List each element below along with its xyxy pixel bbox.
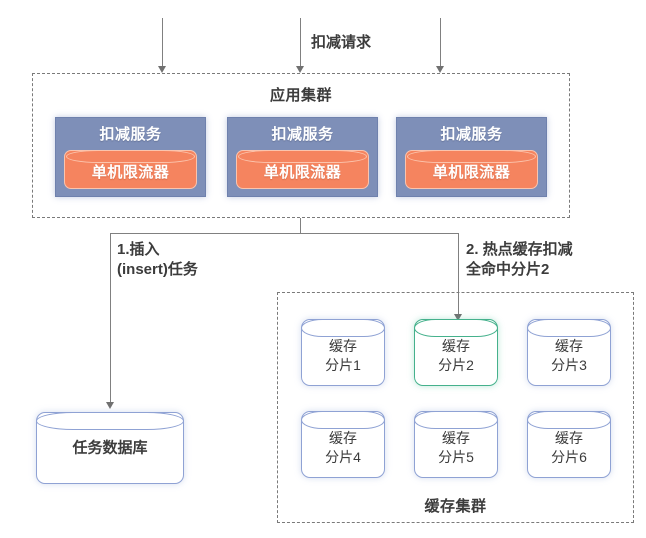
service-title: 扣减服务 bbox=[99, 126, 162, 143]
limiter-label: 单机限流器 bbox=[263, 164, 342, 181]
limiter-cylinder: 单机限流器 bbox=[236, 150, 369, 189]
hot-cache-arrow-line bbox=[458, 233, 459, 317]
cache-shard-label: 缓存 分片3 bbox=[551, 337, 587, 373]
inbound-arrow-line-1 bbox=[162, 18, 163, 70]
service-title: 扣减服务 bbox=[440, 126, 503, 143]
inbound-arrow-head-2 bbox=[295, 66, 304, 73]
cache-shard-4[interactable]: 缓存 分片4 bbox=[300, 410, 386, 478]
cache-shard-1[interactable]: 缓存 分片1 bbox=[300, 318, 386, 386]
task-database-label: 任务数据库 bbox=[72, 439, 148, 457]
insert-task-label: 1.插入 (insert)任务 bbox=[117, 241, 198, 278]
cache-shard-label: 缓存 分片2 bbox=[438, 337, 474, 373]
inbound-arrow-line-3 bbox=[440, 18, 441, 70]
service-card-2[interactable]: 扣减服务 单机限流器 bbox=[227, 117, 378, 197]
cache-shard-3[interactable]: 缓存 分片3 bbox=[526, 318, 612, 386]
insert-task-arrow-line bbox=[110, 233, 111, 405]
service-card-1[interactable]: 扣减服务 单机限流器 bbox=[55, 117, 206, 197]
cache-shard-2[interactable]: 缓存 分片2 bbox=[413, 318, 499, 386]
app-cluster-box bbox=[32, 73, 570, 218]
hot-cache-arrow-head bbox=[453, 314, 462, 321]
cache-shard-6[interactable]: 缓存 分片6 bbox=[526, 410, 612, 478]
branch-horizontal-line bbox=[110, 233, 458, 234]
cache-shard-label: 缓存 分片6 bbox=[551, 429, 587, 465]
inbound-arrow-line-2 bbox=[300, 18, 301, 70]
cache-shard-5[interactable]: 缓存 分片5 bbox=[413, 410, 499, 478]
cache-shard-label: 缓存 分片4 bbox=[325, 429, 361, 465]
hot-cache-deduct-label: 2. 热点缓存扣减 全命中分片2 bbox=[466, 241, 573, 278]
cache-cluster-box bbox=[277, 292, 634, 523]
app-cluster-title: 应用集群 bbox=[269, 87, 332, 104]
inbound-arrow-head-1 bbox=[157, 66, 166, 73]
limiter-cylinder: 单机限流器 bbox=[405, 150, 538, 189]
insert-task-arrow-head bbox=[105, 402, 114, 409]
service-title: 扣减服务 bbox=[271, 126, 334, 143]
cache-shard-label: 缓存 分片1 bbox=[325, 337, 361, 373]
cache-shard-label: 缓存 分片5 bbox=[438, 429, 474, 465]
limiter-cylinder: 单机限流器 bbox=[64, 150, 197, 189]
limiter-label: 单机限流器 bbox=[91, 164, 170, 181]
service-card-3[interactable]: 扣减服务 单机限流器 bbox=[396, 117, 547, 197]
cache-cluster-title: 缓存集群 bbox=[424, 498, 487, 515]
branch-stem-line bbox=[300, 218, 301, 233]
task-database-cylinder[interactable]: 任务数据库 bbox=[35, 411, 185, 484]
inbound-arrow-head-3 bbox=[435, 66, 444, 73]
deduct-request-label: 扣减请求 bbox=[311, 34, 372, 51]
limiter-label: 单机限流器 bbox=[432, 164, 511, 181]
